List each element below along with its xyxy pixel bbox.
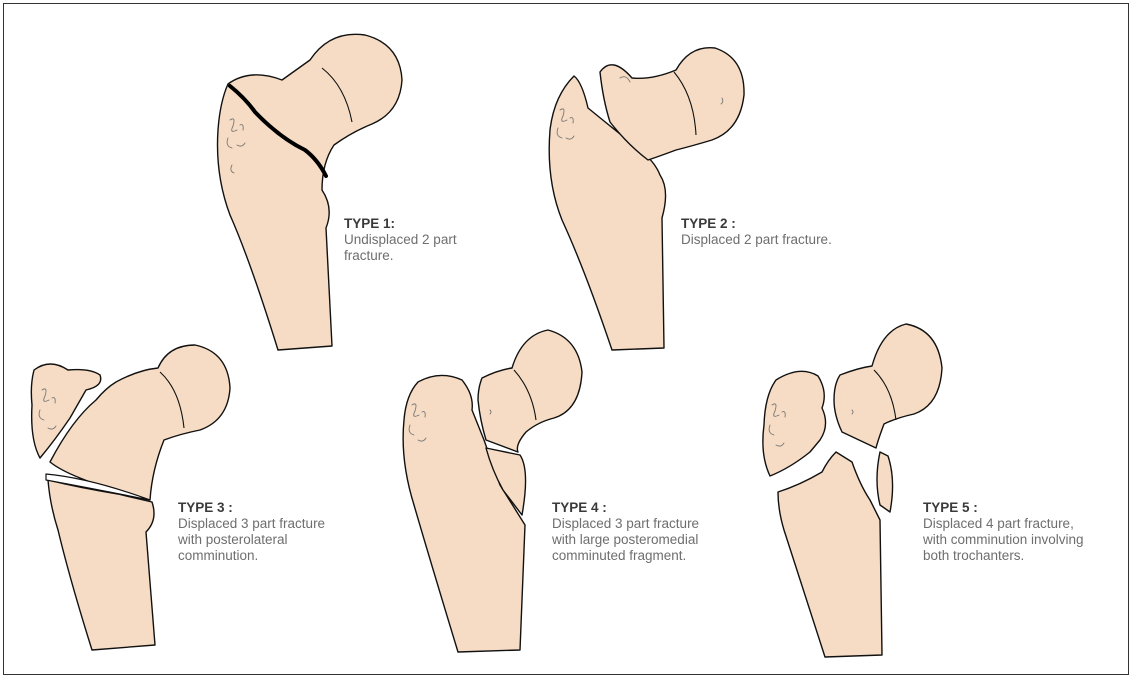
caption-type-3-title: TYPE 3 :: [178, 500, 325, 516]
caption-type-5-line-1: Displaced 4 part fracture,: [923, 516, 1084, 532]
femur-type-1: [218, 34, 403, 350]
femur-type-2: [549, 48, 744, 350]
caption-type-4-line-1: Displaced 3 part fracture: [552, 516, 699, 532]
femur-type-4: [403, 330, 582, 652]
caption-type-3-line-3: comminution.: [178, 548, 325, 564]
femur-type-3: [31, 345, 230, 650]
caption-type-5-line-3: both trochanters.: [923, 548, 1084, 564]
caption-type-3-line-1: Displaced 3 part fracture: [178, 516, 325, 532]
caption-type-2-title: TYPE 2 :: [681, 216, 832, 232]
caption-type-5: TYPE 5 : Displaced 4 part fracture, with…: [923, 500, 1084, 564]
caption-type-5-title: TYPE 5 :: [923, 500, 1084, 516]
caption-type-1: TYPE 1: Undisplaced 2 part fracture.: [344, 216, 457, 264]
femur-type-5: [763, 324, 942, 657]
caption-type-1-line-1: Undisplaced 2 part: [344, 232, 457, 248]
caption-type-4-line-3: comminuted fragment.: [552, 548, 699, 564]
caption-type-1-title: TYPE 1:: [344, 216, 457, 232]
caption-type-3-line-2: with posterolateral: [178, 532, 325, 548]
caption-type-3: TYPE 3 : Displaced 3 part fracture with …: [178, 500, 325, 564]
caption-type-5-line-2: with comminution involving: [923, 532, 1084, 548]
caption-type-4-line-2: with large posteromedial: [552, 532, 699, 548]
caption-type-2-line-1: Displaced 2 part fracture.: [681, 232, 832, 248]
caption-type-2: TYPE 2 : Displaced 2 part fracture.: [681, 216, 832, 248]
caption-type-4-title: TYPE 4 :: [552, 500, 699, 516]
caption-type-1-line-2: fracture.: [344, 248, 457, 264]
caption-type-4: TYPE 4 : Displaced 3 part fracture with …: [552, 500, 699, 564]
